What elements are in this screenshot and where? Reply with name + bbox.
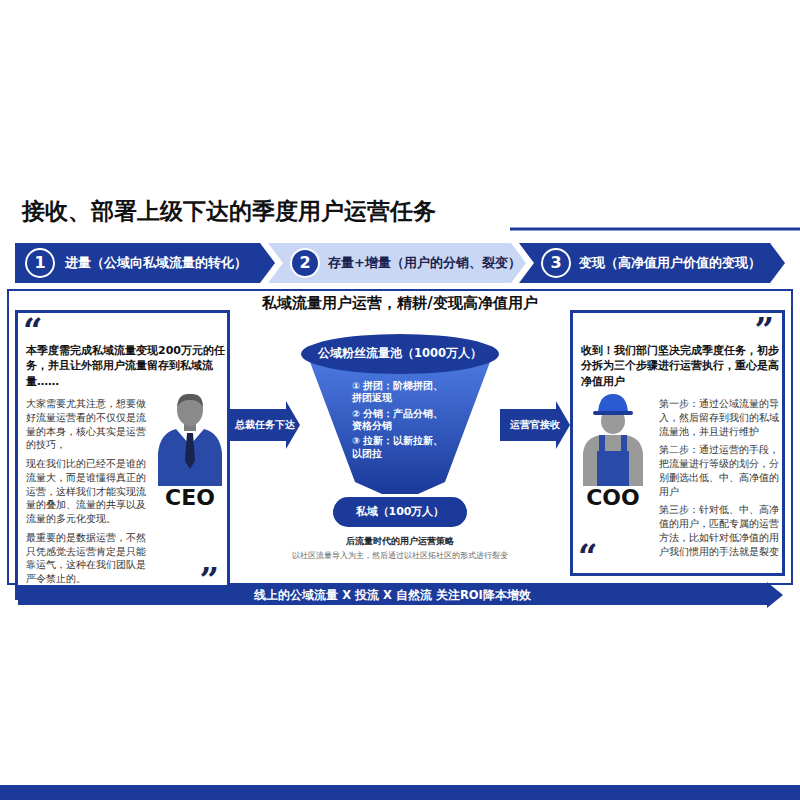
arrow-band: 线上的公域流量 X 投流 X 自然流 关注ROI降本增效	[18, 582, 783, 608]
quote-mark: “	[578, 539, 598, 573]
speaker-body-text: 大家需要尤其注意，想要做好流量运营看的不仅仅是流量的本身，核心其实是运营的技巧，	[26, 397, 151, 452]
step-label: 存量+增量（用户的分销、裂变）	[328, 243, 521, 283]
funnel-item: ① 拼团：阶梯拼团、拼团返现	[352, 380, 452, 405]
chevron-fill	[268, 243, 526, 283]
funnel-item: ② 分销：产品分销、资格分销	[352, 408, 452, 433]
funnel-top-label: 公域粉丝流量池（1000万人）	[310, 346, 490, 361]
arrow-label: 运营官接收	[510, 419, 560, 431]
speaker-panel: 本季度需完成私域流量变现200万元的任务，并且让外部用户流量留存到私域流量…… 大…	[15, 310, 230, 600]
chevron-fill	[519, 243, 785, 283]
speaker-panel: 收到！我们部门坚决完成季度任务，初步分拆为三个步骤进行运营执行，重心是高净值用户…	[570, 310, 785, 576]
role-label: COO	[577, 485, 649, 510]
band-fill	[18, 582, 783, 608]
strategy-note: 后流量时代的用户运营策略	[235, 535, 565, 548]
step-chevron: 变现（高净值用户价值的变现） 3	[519, 243, 785, 283]
speaker-body-text: 第三步：针对低、中、高净值的用户，匹配专属的运营方法，比如针对低净值的用户我们惯…	[659, 503, 780, 558]
suit	[158, 429, 222, 486]
helmet-brim	[593, 411, 633, 415]
hair	[177, 394, 203, 407]
funnel-item: ③ 拉新：以新拉新、以团拉	[352, 435, 452, 460]
band-label: 线上的公域流量 X 投流 X 自然流 关注ROI降本增效	[18, 582, 767, 608]
title-rule	[510, 228, 800, 231]
speaker-body-text: 现在我们比的已经不是谁的流量大，而是谁懂得真正的运营，这样我们才能实现流量的叠加…	[26, 457, 151, 526]
funnel-item-list: ① 拼团：阶梯拼团、拼团返现 ② 分销：产品分销、资格分销③ 拉新：以新拉新、以团…	[352, 380, 452, 463]
helmet	[598, 394, 628, 413]
block-arrow	[230, 401, 300, 449]
tie	[185, 433, 195, 469]
head	[177, 394, 203, 426]
funnel-top	[301, 334, 499, 374]
step-chevron: 存量+增量（用户的分销、裂变） 2	[268, 243, 526, 283]
speaker-body-text: 最重要的是数据运营，不然只凭感觉去运营肯定是只能靠运气，这种在我们团队是严令禁止…	[26, 531, 151, 586]
speaker-body-column: 大家需要尤其注意，想要做好流量运营看的不仅仅是流量的本身，核心其实是运营的技巧，…	[26, 397, 151, 591]
callout-number: 3	[543, 250, 569, 276]
speaker-body-text: 第二步：通过运营的手段，把流量进行等级的划分，分别删选出低、中、高净值的用户	[659, 443, 780, 498]
section-heading: 私域流量用户运营，精耕/变现高净值用户	[235, 294, 565, 313]
shirt	[583, 435, 643, 486]
speaker-body-column: 第一步：通过公域流量的导入，然后留存到我们的私域流量池，并且进行维护第二步：通过…	[659, 397, 780, 563]
funnel-shape: 公域粉丝流量池（1000万人） ① 拼团：阶梯拼团、拼团返现 ② 分销：产品分销、资…	[300, 332, 500, 494]
chevron-fill	[15, 243, 275, 283]
pill-label: 私域（100万人）	[333, 497, 467, 527]
step-number-circle: 2	[290, 248, 320, 278]
callout-number: 2	[292, 250, 318, 276]
footer-bar	[0, 785, 800, 800]
step-label: 进量（公域向私域流量的转化）	[65, 243, 247, 283]
strategy-note: 以社区流量导入为主，然后通过以社区拓社区的形式进行裂变	[235, 550, 565, 561]
step-number-circle: 1	[25, 248, 55, 278]
callout-number: 1	[27, 250, 53, 276]
speaker-body-text: 第一步：通过公域流量的导入，然后留存到我们的私域流量池，并且进行维护	[659, 397, 780, 438]
step-chevron: 进量（公域向私域流量的转化） 1	[15, 243, 275, 283]
funnel-body	[310, 362, 490, 494]
strap	[599, 435, 605, 453]
ceo-figure	[156, 391, 224, 486]
private-pool-pill: 私域（100万人）	[333, 497, 467, 527]
quote-mark: “	[23, 313, 43, 347]
role-label: CEO	[154, 485, 226, 510]
step-number-circle: 3	[541, 248, 571, 278]
overalls	[597, 451, 629, 486]
step-label: 变现（高净值用户价值的变现）	[579, 243, 761, 283]
quote-mark: ”	[754, 313, 774, 347]
speaker-quote-lead: 收到！我们部门坚决完成季度任务，初步分拆为三个步骤进行运营执行，重心是高净值用户	[581, 343, 780, 389]
coo-figure	[579, 391, 647, 486]
diagram-title: 接收、部署上级下达的季度用户运营任务	[22, 196, 436, 227]
arrow-label: 总裁任务下达	[235, 419, 295, 431]
block-arrow	[500, 401, 570, 449]
speaker-quote-lead: 本季度需完成私域流量变现200万元的任务，并且让外部用户流量留存到私域流量……	[26, 343, 225, 389]
strap	[621, 435, 627, 453]
